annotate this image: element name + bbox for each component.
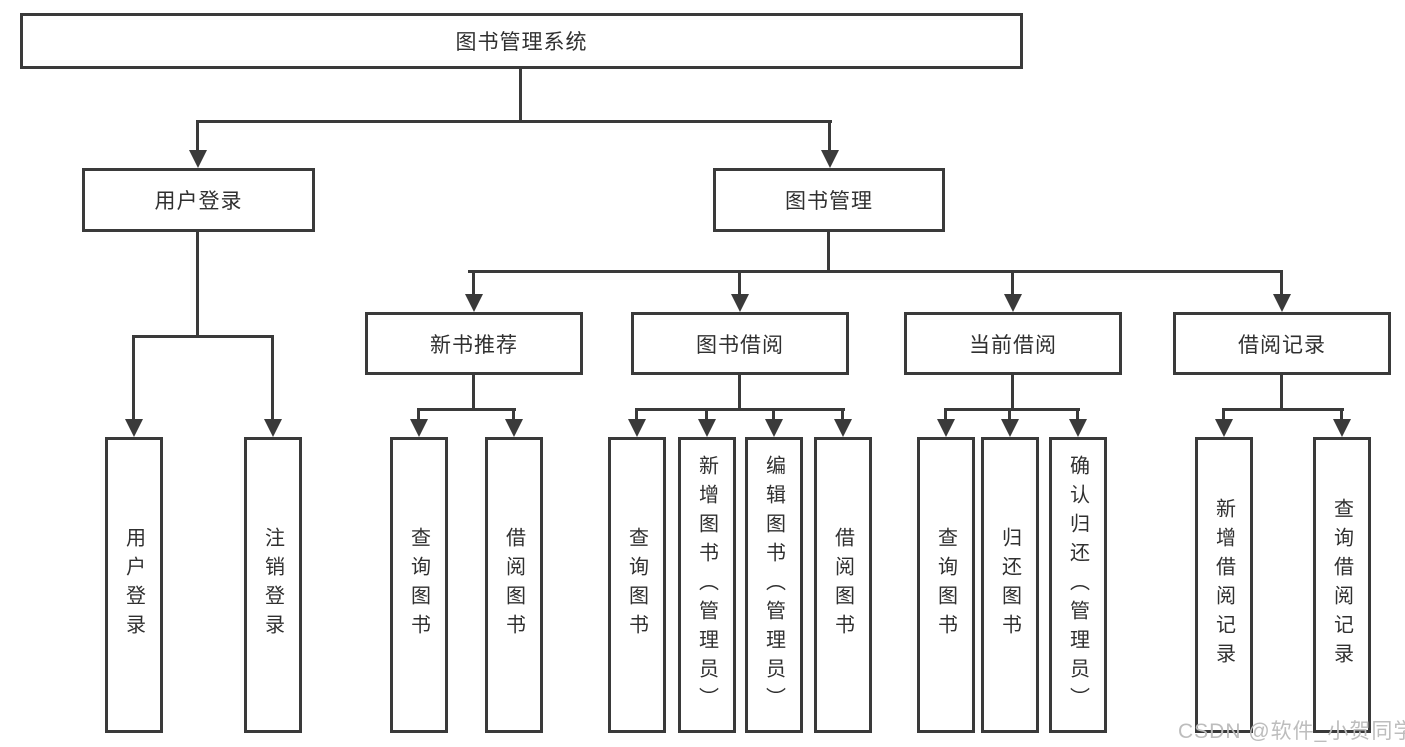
connector-line xyxy=(417,408,516,411)
connector-line xyxy=(944,408,947,422)
arrowhead-icon xyxy=(1069,419,1087,437)
connector-line xyxy=(841,408,844,422)
connector-line xyxy=(944,408,1080,411)
connector-line xyxy=(1222,408,1225,422)
connector-line xyxy=(772,408,775,422)
connector-line xyxy=(271,335,274,422)
arrowhead-icon xyxy=(465,294,483,312)
connector-line xyxy=(738,270,741,296)
arrowhead-icon xyxy=(731,294,749,312)
connector-line xyxy=(519,69,522,123)
arrowhead-icon xyxy=(1215,419,1233,437)
arrowhead-icon xyxy=(189,150,207,168)
connector-line xyxy=(417,408,420,422)
leaf-user-login: 用户登录 xyxy=(105,437,163,733)
arrowhead-icon xyxy=(505,419,523,437)
arrowhead-icon xyxy=(937,419,955,437)
leaf-return-books: 归还图书 xyxy=(981,437,1039,733)
arrowhead-icon xyxy=(834,419,852,437)
connector-line xyxy=(132,335,274,338)
arrowhead-icon xyxy=(125,419,143,437)
connector-line xyxy=(738,375,741,411)
node-current-borrowing: 当前借阅 xyxy=(904,312,1122,375)
connector-line xyxy=(705,408,708,422)
node-book-borrowing: 图书借阅 xyxy=(631,312,849,375)
connector-line xyxy=(1222,408,1344,411)
connector-line xyxy=(1011,270,1014,296)
connector-line xyxy=(1340,408,1343,422)
connector-line xyxy=(635,408,638,422)
leaf-query-books: 查询图书 xyxy=(917,437,975,733)
leaf-query-borrowing-record: 查询借阅记录 xyxy=(1313,437,1371,733)
leaf-borrow-books: 借阅图书 xyxy=(814,437,872,733)
arrowhead-icon xyxy=(765,419,783,437)
leaf-add-books-admin: 新增图书（管理员） xyxy=(678,437,736,733)
node-borrowing-records: 借阅记录 xyxy=(1173,312,1391,375)
leaf-edit-books-admin: 编辑图书（管理员） xyxy=(745,437,803,733)
arrowhead-icon xyxy=(698,419,716,437)
connector-line xyxy=(512,408,515,422)
arrowhead-icon xyxy=(628,419,646,437)
node-library-management-system: 图书管理系统 xyxy=(20,13,1023,69)
leaf-confirm-return-admin: 确认归还（管理员） xyxy=(1049,437,1107,733)
arrowhead-icon xyxy=(264,419,282,437)
connector-line xyxy=(828,120,831,153)
arrowhead-icon xyxy=(1273,294,1291,312)
connector-line xyxy=(827,232,830,273)
leaf-add-borrowing-record: 新增借阅记录 xyxy=(1195,437,1253,733)
node-new-book-recommendation: 新书推荐 xyxy=(365,312,583,375)
connector-line xyxy=(472,270,475,296)
connector-line xyxy=(1076,408,1079,422)
connector-line xyxy=(1280,270,1283,296)
connector-line xyxy=(196,232,199,338)
arrowhead-icon xyxy=(1333,419,1351,437)
arrowhead-icon xyxy=(410,419,428,437)
leaf-query-books: 查询图书 xyxy=(390,437,448,733)
arrowhead-icon xyxy=(1004,294,1022,312)
leaf-logout: 注销登录 xyxy=(244,437,302,733)
leaf-query-books: 查询图书 xyxy=(608,437,666,733)
arrowhead-icon xyxy=(1001,419,1019,437)
node-user-login: 用户登录 xyxy=(82,168,315,232)
connector-line xyxy=(1280,375,1283,411)
connector-line xyxy=(1011,375,1014,411)
connector-line xyxy=(635,408,845,411)
watermark: CSDN @软件_小贺同学 xyxy=(1178,720,1405,743)
connector-line xyxy=(196,120,832,123)
arrowhead-icon xyxy=(821,150,839,168)
leaf-borrow-books: 借阅图书 xyxy=(485,437,543,733)
connector-line xyxy=(1008,408,1011,422)
connector-line xyxy=(472,375,475,411)
node-book-management: 图书管理 xyxy=(713,168,945,232)
connector-line xyxy=(468,270,1283,273)
connector-line xyxy=(196,120,199,153)
connector-line xyxy=(132,335,135,422)
